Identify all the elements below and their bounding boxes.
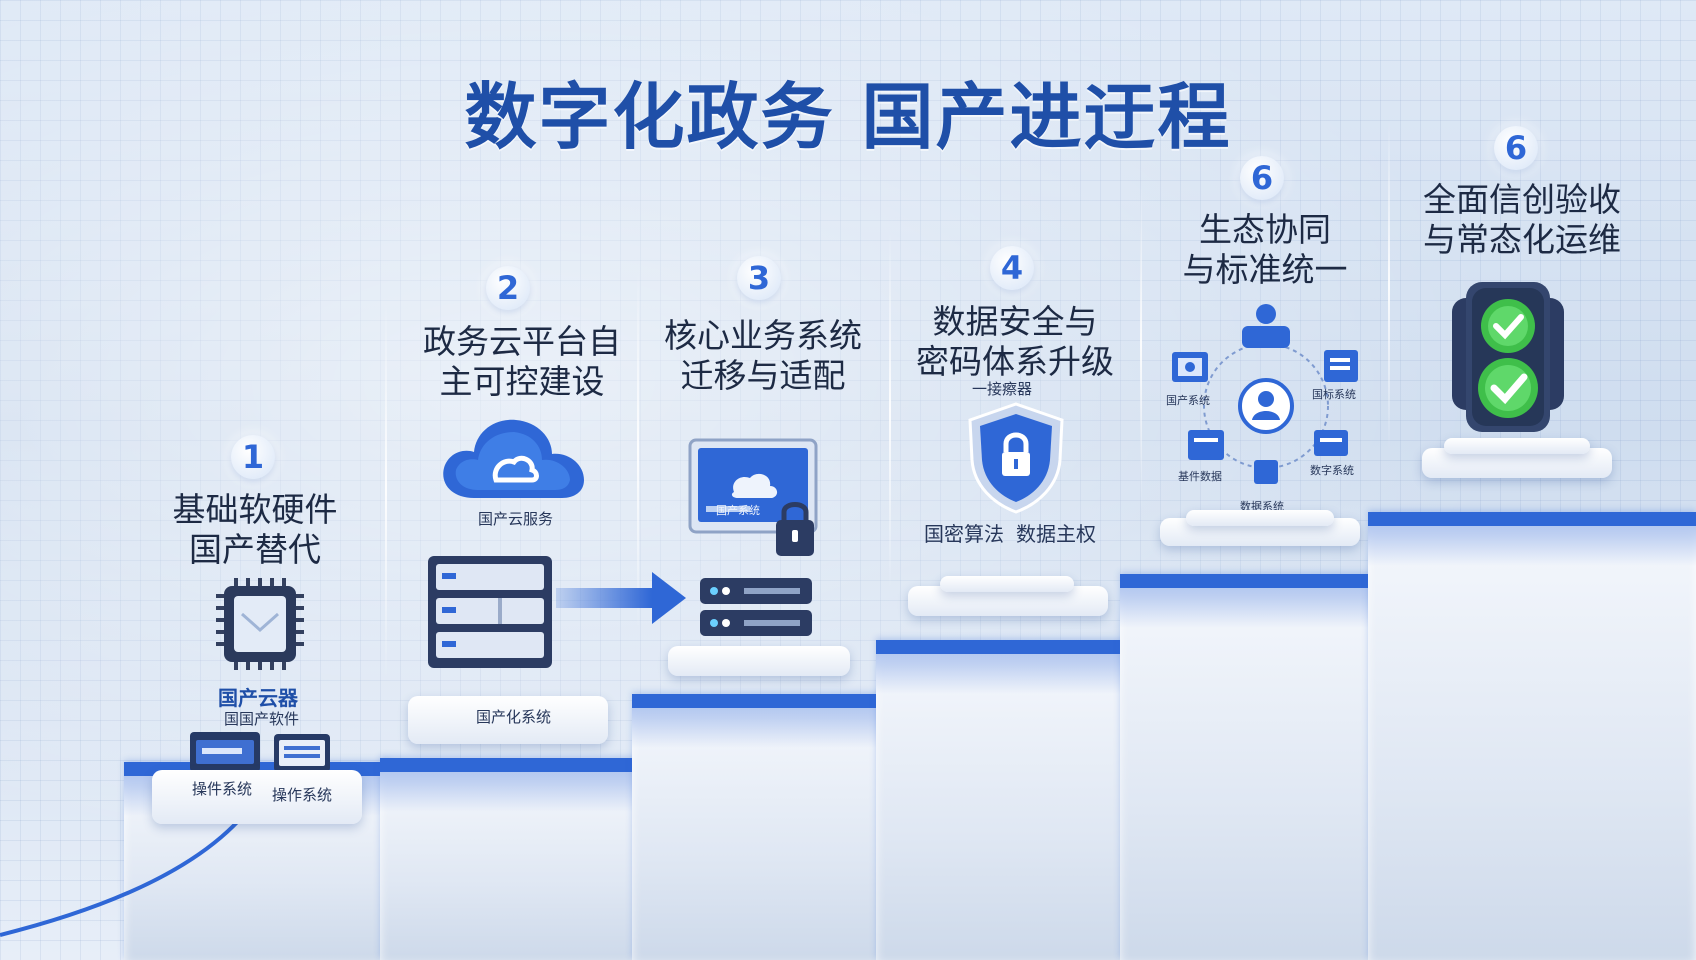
- step-2-caption-cloud-service: 国产云服务: [478, 510, 554, 528]
- page-title: 数字化政务 国产进迂程: [464, 75, 1232, 159]
- step-6-plinth-top: [1444, 438, 1590, 454]
- step-4-caption-sovereignty: 数据主权: [1016, 522, 1096, 546]
- divider: [637, 270, 639, 630]
- step-1-number: 1: [231, 435, 275, 479]
- divider: [385, 300, 387, 680]
- step-3-plinth: [668, 646, 850, 676]
- step-2-label: 政务云平台自 主可控建设: [423, 322, 621, 401]
- os-card-icon: [274, 734, 330, 772]
- step-3-caption-system: 国产系统: [716, 504, 760, 517]
- stair-step-3: [632, 694, 900, 960]
- stair-step-6: [1368, 512, 1696, 960]
- step-5-plinth-top: [1186, 510, 1334, 526]
- security-shield-icon: [968, 402, 1064, 514]
- step-5-caption-c: 基件数据: [1178, 470, 1222, 483]
- step-1-plinth: [152, 770, 362, 824]
- step-5-caption-a: 国产系统: [1166, 394, 1210, 407]
- traffic-light-check-icon: [1452, 282, 1564, 432]
- step-2-plinth: [408, 696, 608, 744]
- step-6-number: 6: [1494, 126, 1538, 170]
- divider: [1140, 180, 1142, 510]
- step-3-number: 3: [737, 256, 781, 300]
- step-5-caption-e: 数据系统: [1240, 500, 1284, 513]
- step-1-caption-os-a: 操件系统: [192, 780, 253, 798]
- step-4-number: 4: [990, 246, 1034, 290]
- stair-step-4: [876, 640, 1148, 960]
- stair-step-2: [380, 758, 640, 960]
- step-5-caption-d: 数字系统: [1310, 464, 1354, 477]
- step-5-number: 6: [1240, 156, 1284, 200]
- step-5-label: 生态协同 与标准统一: [1182, 210, 1348, 289]
- step-5-caption-b: 国标系统: [1312, 388, 1356, 401]
- arrow-right-icon: [556, 572, 686, 624]
- step-4-caption-gateway: 一接瘵器: [972, 380, 1033, 398]
- step-1-label: 基础软硬件 国产替代: [172, 490, 338, 569]
- step-1-caption-os-b: 操作系统: [272, 786, 333, 804]
- server-icon: [700, 578, 812, 636]
- os-card-icon: [190, 732, 260, 772]
- step-6-label: 全面信创验收 与常态化运维: [1423, 180, 1621, 259]
- step-2-number: 2: [486, 266, 530, 310]
- server-rack-icon: [428, 556, 552, 668]
- divider: [889, 230, 891, 590]
- step-1-caption-cloud: 国产云器: [218, 686, 298, 710]
- step-4-plinth-top: [940, 576, 1074, 592]
- stair-step-5: [1120, 574, 1410, 960]
- step-4-label: 数据安全与 密码体系升级: [916, 302, 1114, 381]
- ecosystem-network-icon: [1172, 304, 1358, 484]
- step-2-caption-system: 国产化系统: [476, 708, 552, 726]
- monitor-cloud-icon: [688, 438, 818, 556]
- step-4-caption-algorithm: 国密算法: [924, 522, 1004, 546]
- chip-icon: [216, 578, 304, 670]
- step-3-label: 核心业务系统 迁移与适配: [664, 316, 862, 395]
- divider: [1388, 120, 1390, 450]
- step-1-caption-software: 国国产软件: [224, 710, 300, 728]
- cloud-icon: [443, 419, 584, 498]
